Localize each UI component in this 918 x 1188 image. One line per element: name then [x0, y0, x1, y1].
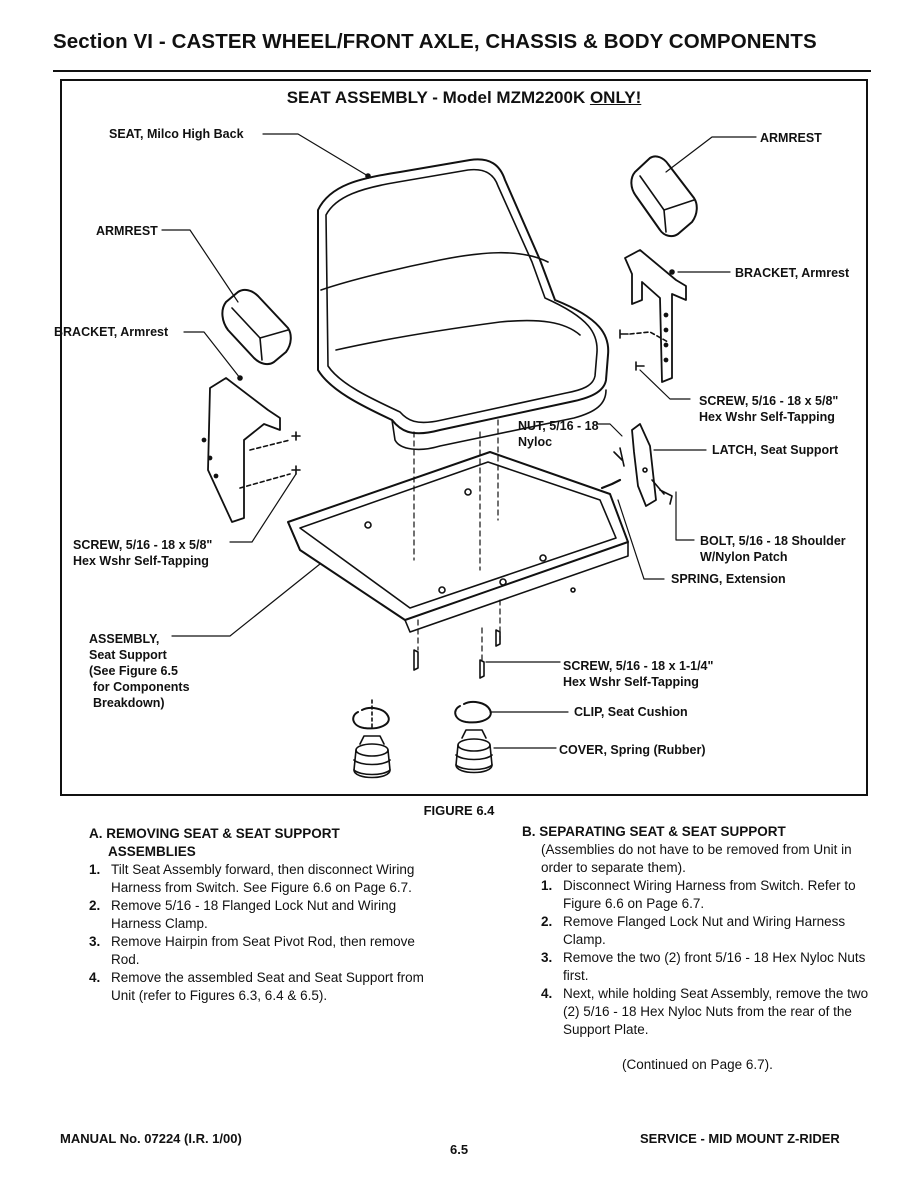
left-armrest-illustration — [221, 288, 292, 366]
figure-caption: FIGURE 6.4 — [423, 803, 495, 818]
callout-bracket-left: BRACKET, Armrest — [54, 325, 169, 339]
list-item: 3.Remove Hairpin from Seat Pivot Rod, th… — [89, 934, 415, 967]
list-item: 4.Next, while holding Seat Assembly, rem… — [541, 986, 869, 1037]
right-armrest-illustration — [630, 155, 698, 238]
manual-number: MANUAL No. 07224 (I.R. 1/00) — [60, 1131, 242, 1146]
title-rule — [53, 70, 871, 72]
callout-latch: LATCH, Seat Support — [712, 443, 839, 457]
list-item: 2.Remove 5/16 - 18 Flanged Lock Nut and … — [89, 898, 397, 931]
figure-title: SEAT ASSEMBLY - Model MZM2200K ONLY! — [286, 88, 642, 107]
callout-clip: CLIP, Seat Cushion — [574, 705, 688, 719]
list-item: 3.Remove the two (2) front 5/16 - 18 Hex… — [541, 950, 866, 983]
seat-illustration — [317, 158, 610, 451]
callout-screw-long: SCREW, 5/16 - 18 x 1-1/4"Hex Wshr Self-T… — [563, 659, 714, 689]
spring-covers-illustration — [353, 729, 493, 779]
callout-screw-right: SCREW, 5/16 - 18 x 5/8"Hex Wshr Self-Tap… — [699, 394, 839, 424]
section-a-steps: 1.Tilt Seat Assembly forward, then disco… — [89, 861, 444, 1005]
seat-assembly-diagram — [161, 133, 757, 779]
callout-spring: SPRING, Extension — [671, 572, 786, 586]
callout-bracket-right: BRACKET, Armrest — [735, 266, 850, 280]
left-bracket-illustration — [201, 375, 301, 523]
section-b: B. SEPARATING SEAT & SEAT SUPPORT (Assem… — [522, 823, 874, 1039]
callout-cover: COVER, Spring (Rubber) — [559, 743, 706, 757]
cushion-clips-illustration — [352, 699, 492, 731]
callout-armrest-left: ARMREST — [96, 224, 158, 238]
callout-seat: SEAT, Milco High Back — [109, 127, 244, 141]
alignment-lines — [413, 419, 501, 661]
callout-screw-left: SCREW, 5/16 - 18 x 5/8"Hex Wshr Self-Tap… — [73, 538, 213, 568]
seat-support-plate-illustration — [287, 451, 629, 633]
section-title: Section VI - CASTER WHEEL/FRONT AXLE, CH… — [53, 30, 817, 53]
long-screws-illustration — [413, 629, 501, 679]
callout-armrest-right: ARMREST — [760, 131, 822, 145]
right-bracket-illustration — [619, 249, 687, 383]
list-item: 4.Remove the assembled Seat and Seat Sup… — [89, 970, 424, 1003]
list-item: 2.Remove Flanged Lock Nut and Wiring Har… — [541, 914, 846, 947]
footer-title: SERVICE - MID MOUNT Z-RIDER — [640, 1131, 840, 1146]
page-number: 6.5 — [450, 1142, 469, 1157]
leader-lines — [161, 133, 757, 749]
callout-assembly: ASSEMBLY, Seat Support (See Figure 6.5 f… — [89, 632, 190, 710]
section-b-intro: (Assemblies do not have to be removed fr… — [541, 842, 852, 875]
section-b-heading: B. SEPARATING SEAT & SEAT SUPPORT — [522, 824, 786, 839]
list-item: 1.Tilt Seat Assembly forward, then disco… — [89, 862, 415, 895]
section-b-steps: 1.Disconnect Wiring Harness from Switch.… — [522, 877, 874, 1039]
figure-frame: SEAT ASSEMBLY - Model MZM2200K ONLY! — [60, 79, 868, 796]
continued-note: (Continued on Page 6.7). — [622, 1057, 773, 1072]
list-item: 1.Disconnect Wiring Harness from Switch.… — [541, 878, 856, 911]
latch-illustration — [600, 423, 673, 507]
